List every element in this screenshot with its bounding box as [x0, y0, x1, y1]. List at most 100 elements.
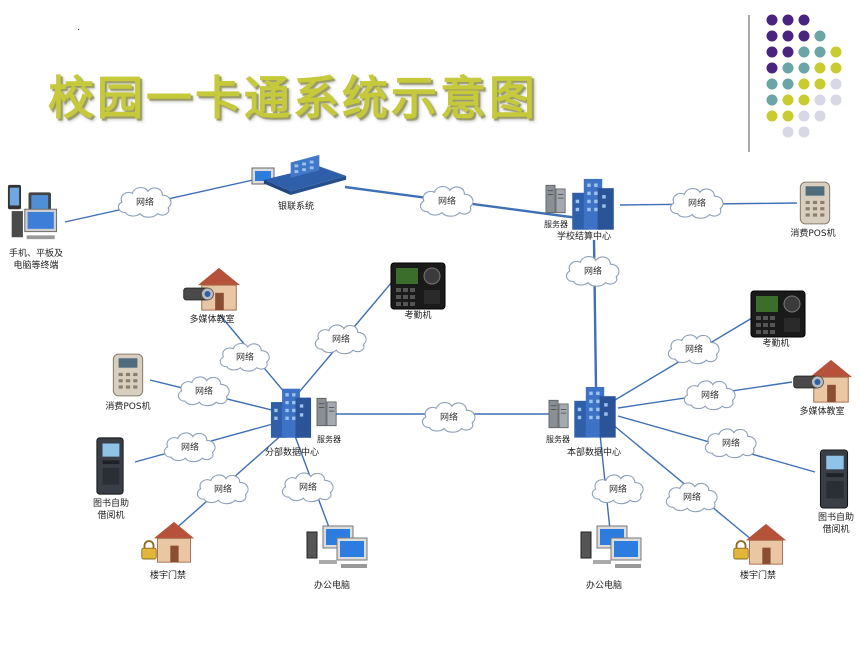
attendance-machine-icon	[390, 262, 446, 310]
pos-top-label: 消费POS机	[790, 227, 835, 239]
desktop-computers-icon	[306, 525, 368, 569]
decor-dot	[766, 14, 778, 26]
cloud-branch-main: 网络	[421, 401, 476, 433]
settlement-server-label: 服务器	[544, 219, 568, 229]
cloud-branch-office: 网络	[281, 472, 334, 503]
terminals-label-line1: 手机、平板及	[9, 247, 63, 259]
attendance-right-label: 考勤机	[762, 337, 789, 349]
node-pos-left: 消费POS机	[105, 353, 151, 412]
server-icon	[548, 399, 569, 429]
server-icon	[545, 184, 566, 214]
node-main-center: 服务器 本部数据中心	[546, 387, 621, 458]
node-multimedia-left: 多媒体教室	[183, 267, 241, 325]
decor-dot	[814, 62, 826, 74]
pos-left-label: 消费POS机	[105, 400, 150, 412]
decor-dot	[782, 78, 794, 90]
cloud-branch-door: 网络	[196, 474, 249, 505]
decor-dot	[814, 30, 826, 42]
devices-icon	[7, 184, 58, 240]
decor-dot	[782, 62, 794, 74]
office-left-label: 办公电脑	[314, 579, 350, 591]
decor-dot	[766, 46, 778, 58]
cloud-label: 网络	[438, 195, 456, 207]
attendance-left-label: 考勤机	[404, 309, 431, 321]
bank-label: 银联系统	[278, 200, 314, 212]
node-library-right: 图书自助 借阅机	[818, 449, 854, 535]
library-right-label-line2: 借阅机	[822, 523, 849, 535]
node-office-right: 办公电脑	[580, 525, 642, 591]
decor-dot	[814, 94, 826, 106]
settlement-label: 学校结算中心	[557, 230, 611, 242]
node-bank: 银联系统	[251, 154, 347, 212]
decor-dot	[814, 78, 826, 90]
cloud-label: 网络	[683, 491, 701, 503]
decor-dot	[782, 110, 794, 122]
cloud-main-multimedia: 网络	[683, 380, 736, 411]
node-attendance-left: 考勤机	[390, 262, 446, 321]
cloud-label: 网络	[440, 411, 458, 423]
link-main-door	[611, 423, 753, 541]
decor-dot	[798, 78, 810, 90]
decor-dot	[766, 62, 778, 74]
library-kiosk-icon	[96, 437, 124, 495]
decor-dot	[766, 78, 778, 90]
decor-dot	[798, 110, 810, 122]
cloud-main-door: 网络	[665, 482, 718, 513]
building-icon	[572, 178, 614, 230]
library-right-label-line1: 图书自助	[818, 511, 854, 523]
decor-dot	[766, 110, 778, 122]
office-right-label: 办公电脑	[586, 579, 622, 591]
cloud-label: 网络	[299, 481, 317, 493]
network-clouds: 网络 网络 网络 网络 网络 网络 网络 网络	[117, 185, 757, 513]
cloud-label: 网络	[195, 385, 213, 397]
node-terminals: 手机、平板及 电脑等终端	[7, 184, 63, 271]
library-left-label-line2: 借阅机	[97, 509, 124, 521]
cloud-label: 网络	[136, 196, 154, 208]
server-icon	[316, 397, 337, 427]
decor-dot	[782, 126, 794, 138]
main-center-label: 本部数据中心	[567, 446, 621, 458]
decor-dot	[814, 110, 826, 122]
decorative-dot-grid	[766, 14, 842, 138]
decor-dot	[830, 78, 842, 90]
decor-dot	[798, 30, 810, 42]
pos-terminal-icon	[112, 353, 144, 397]
building-icon	[270, 388, 312, 438]
door-right-label: 楼宇门禁	[740, 569, 776, 581]
cloud-bank-settlement: 网络	[419, 185, 474, 217]
node-pos-top: 消费POS机	[790, 181, 836, 239]
cloud-branch-library: 网络	[163, 432, 216, 463]
terminals-label-line2: 电脑等终端	[13, 259, 58, 271]
decor-dot	[782, 30, 794, 42]
branch-server-label: 服务器	[317, 434, 341, 444]
cloud-main-attendance: 网络	[667, 334, 720, 365]
attendance-machine-icon	[750, 290, 806, 338]
decor-dot	[766, 94, 778, 106]
cloud-branch-attendance: 网络	[314, 324, 367, 355]
pos-terminal-icon	[799, 181, 831, 225]
page-title: 校园一卡通系统示意图	[48, 71, 538, 125]
decor-dot	[782, 94, 794, 106]
projector-icon	[793, 375, 824, 389]
multimedia-left-label: 多媒体教室	[189, 313, 234, 325]
desktop-computers-icon	[580, 525, 642, 569]
node-door-right: 楼宇门禁	[732, 523, 787, 581]
cloud-settlement-main: 网络	[565, 255, 620, 287]
decor-dot	[830, 94, 842, 106]
cloud-branch-multimedia: 网络	[219, 342, 270, 372]
cloud-terminals-bank: 网络	[117, 186, 172, 218]
cloud-label: 网络	[722, 437, 740, 449]
cloud-label: 网络	[685, 343, 703, 355]
decor-dot	[782, 14, 794, 26]
decor-dot	[830, 46, 842, 58]
cloud-label: 网络	[609, 483, 627, 495]
cloud-main-office: 网络	[591, 474, 644, 505]
node-office-left: 办公电脑	[306, 525, 368, 591]
cloud-label: 网络	[181, 441, 199, 453]
node-library-left: 图书自助 借阅机	[93, 437, 129, 521]
node-branch-center: 服务器 分部数据中心	[265, 388, 341, 458]
node-door-left: 楼宇门禁	[140, 521, 195, 581]
cloud-branch-pos: 网络	[177, 376, 230, 407]
decor-dot	[782, 46, 794, 58]
